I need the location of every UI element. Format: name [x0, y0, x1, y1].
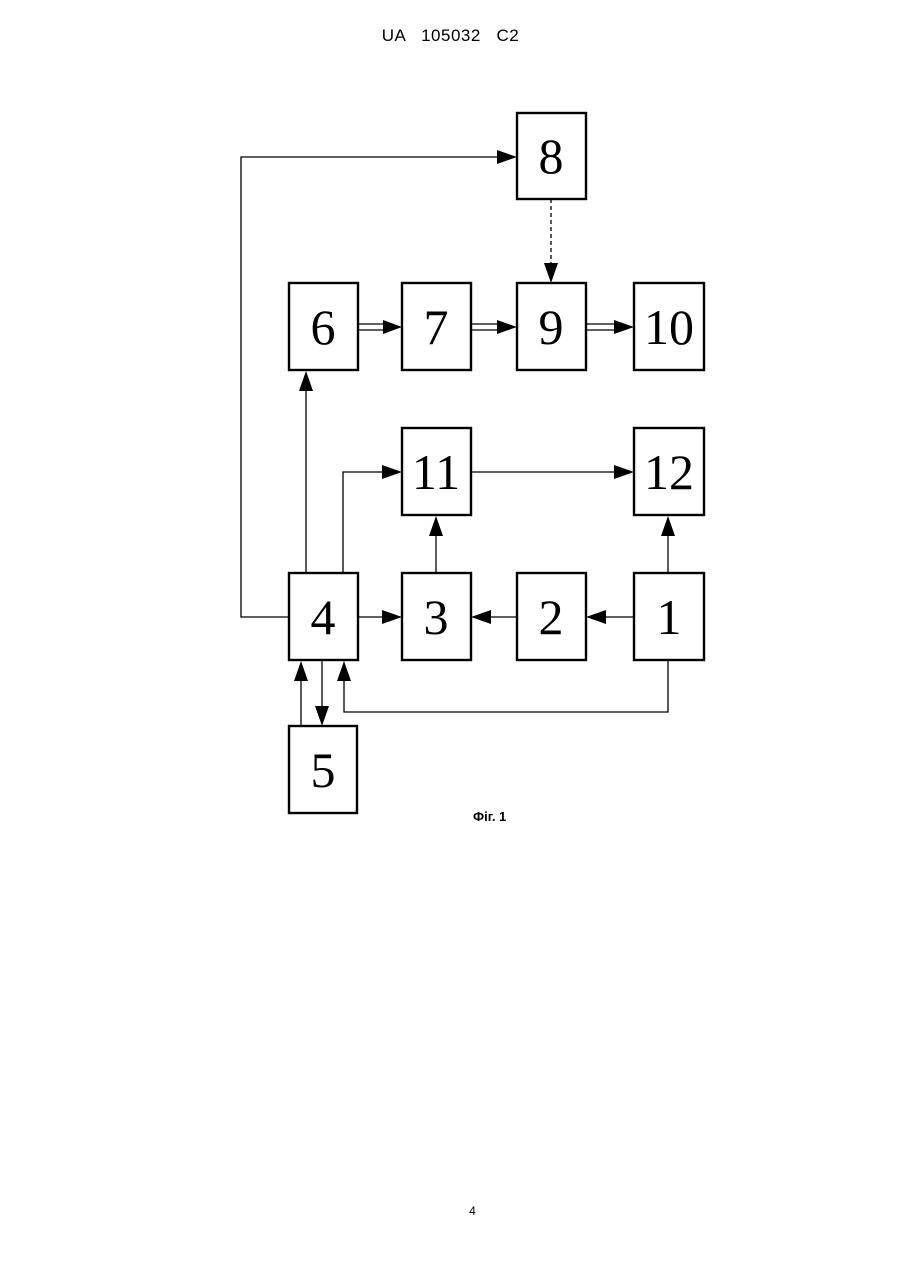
block-12-label: 12 [644, 444, 694, 500]
connection-9-to-10 [586, 320, 634, 334]
connection-7-to-9 [471, 320, 517, 334]
connection-1-to-2 [586, 610, 634, 624]
connection-2-to-3 [471, 610, 517, 624]
connection-4-to-6 [299, 371, 313, 573]
block-10-label: 10 [644, 299, 694, 355]
block-5-label: 5 [311, 742, 336, 798]
connection-4-to-11 [343, 465, 402, 573]
block-3-label: 3 [424, 589, 449, 645]
block-10: 10 [634, 283, 704, 370]
connection-4-to-5 [315, 661, 329, 726]
block-6: 6 [289, 283, 358, 370]
connection-3-to-11 [429, 516, 443, 573]
block-5: 5 [289, 726, 357, 813]
block-11-label: 11 [412, 444, 460, 500]
block-11: 11 [402, 428, 471, 515]
block-9-label: 9 [539, 299, 564, 355]
block-2-label: 2 [539, 589, 564, 645]
block-7: 7 [402, 283, 471, 370]
block-8: 8 [517, 113, 586, 199]
block-8-label: 8 [539, 128, 564, 184]
connection-1-to-4 [337, 661, 668, 712]
figure-caption: Фіг. 1 [473, 809, 506, 824]
block-3: 3 [402, 573, 471, 660]
page-number: 4 [0, 1204, 901, 1218]
block-7-label: 7 [424, 299, 449, 355]
block-9: 9 [517, 283, 586, 370]
connection-6-to-7 [358, 320, 402, 334]
connection-5-to-4 [294, 661, 308, 726]
block-2: 2 [517, 573, 586, 660]
block-1-label: 1 [657, 589, 682, 645]
connection-4-to-3 [358, 610, 402, 624]
connection-11-to-12 [471, 465, 634, 479]
connection-1-to-12 [661, 516, 675, 573]
connection-4-to-8 [241, 150, 517, 617]
block-4: 4 [289, 573, 358, 660]
block-12: 12 [634, 428, 704, 515]
block-4-label: 4 [311, 589, 336, 645]
block-6-label: 6 [311, 299, 336, 355]
block-1: 1 [634, 573, 704, 660]
connection-8-to-9 [544, 199, 558, 283]
